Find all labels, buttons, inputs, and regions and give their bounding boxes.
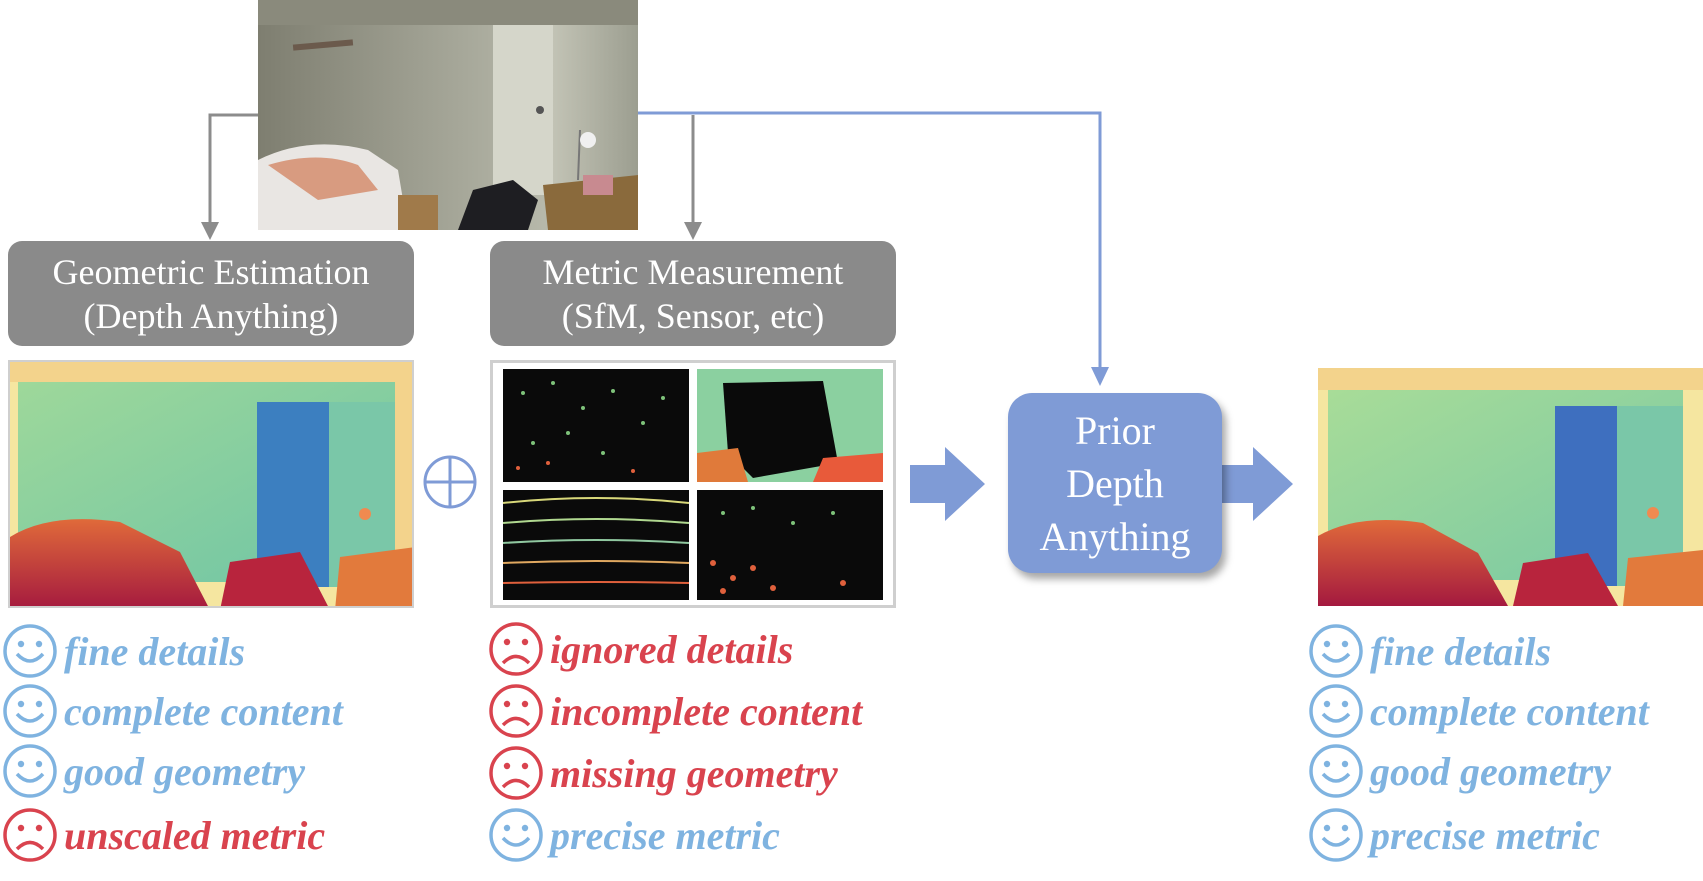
middle-list-item-1: ignored details	[488, 620, 793, 678]
sad-face-icon	[3, 808, 57, 862]
middle-list-item-2: incomplete content	[488, 682, 862, 740]
prior-box-line3: Anything	[1039, 513, 1191, 559]
geometric-depth-map	[8, 360, 414, 608]
middle-list-item-4: precise metric	[488, 806, 780, 864]
smiley-face-icon	[1309, 744, 1363, 798]
right-list-item-1: fine details	[1308, 622, 1551, 680]
sad-face-icon	[489, 746, 543, 800]
smiley-face-icon	[3, 744, 57, 798]
metric-sparse-panels	[490, 360, 896, 608]
middle-list-label-2: incomplete content	[550, 688, 863, 734]
left-list-item-2: complete content	[2, 682, 343, 740]
middle-list-item-3: missing geometry	[488, 744, 838, 802]
metric-measurement-box: Metric Measurement (SfM, Sensor, etc)	[490, 241, 896, 346]
smiley-face-icon	[1309, 684, 1363, 738]
geometric-estimation-box: Geometric Estimation (Depth Anything)	[8, 241, 414, 346]
smiley-face-icon	[489, 808, 543, 862]
left-list-label-4: unscaled metric	[64, 812, 326, 858]
smiley-face-icon	[3, 624, 57, 678]
middle-list-label-1: ignored details	[550, 626, 794, 672]
prior-box-line1: Prior	[1075, 407, 1155, 453]
right-list-label-2: complete content	[1370, 688, 1649, 734]
sad-face-icon	[489, 622, 543, 676]
left-list-label-2: complete content	[64, 688, 343, 734]
output-depth-map	[1318, 368, 1703, 606]
metric-to-prior-arrow	[910, 447, 985, 521]
sad-face-icon	[489, 684, 543, 738]
left-list-item-4: unscaled metric	[2, 806, 325, 864]
geometric-box-line1: Geometric Estimation	[52, 251, 370, 292]
input-room-photo	[258, 0, 638, 230]
geometric-box-line2: (Depth Anything)	[83, 295, 339, 336]
left-list-label-1: fine details	[64, 628, 246, 674]
smiley-face-icon	[1309, 808, 1363, 862]
metric-box-line2: (SfM, Sensor, etc)	[561, 295, 825, 336]
right-list-label-1: fine details	[1370, 628, 1552, 674]
right-list-item-3: good geometry	[1308, 742, 1611, 800]
prior-depth-anything-box: Prior Depth Anything	[1008, 393, 1222, 573]
input-to-prior-arrow	[635, 111, 1102, 370]
right-list-item-2: complete content	[1308, 682, 1649, 740]
right-list-item-4: precise metric	[1308, 806, 1600, 864]
left-list-item-1: fine details	[2, 622, 245, 680]
combine-oplus-icon	[423, 455, 477, 509]
left-list-item-3: good geometry	[2, 742, 305, 800]
input-to-geometric-arrow	[208, 113, 260, 225]
prior-to-output-arrow	[1217, 447, 1293, 521]
right-list-label-3: good geometry	[1370, 748, 1612, 794]
middle-list-label-4: precise metric	[550, 812, 780, 858]
left-list-label-3: good geometry	[64, 748, 306, 794]
smiley-face-icon	[1309, 624, 1363, 678]
middle-list-label-3: missing geometry	[550, 750, 838, 796]
metric-box-line1: Metric Measurement	[542, 251, 844, 292]
smiley-face-icon	[3, 684, 57, 738]
right-list-label-4: precise metric	[1370, 812, 1600, 858]
prior-box-line2: Depth	[1066, 460, 1164, 506]
